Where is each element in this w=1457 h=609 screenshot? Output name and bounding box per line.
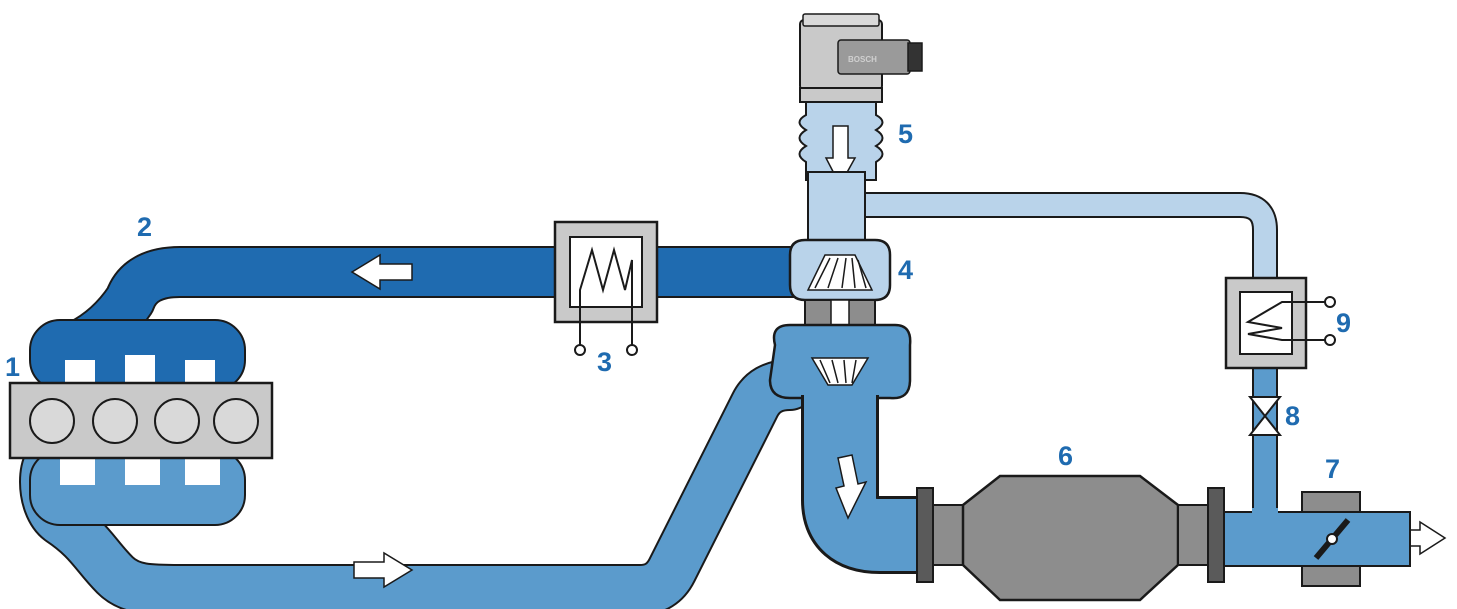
callout-5: 5 <box>898 119 913 149</box>
turbine-wheel-icon <box>810 357 870 386</box>
callout-7: 7 <box>1325 454 1340 484</box>
compressor-wheel-icon <box>806 254 874 291</box>
valve-symbol-icon <box>1247 396 1283 436</box>
exhaust-down-arrow-icon <box>834 454 868 520</box>
intercooler <box>553 220 659 356</box>
exhaust-arrow-icon <box>353 551 414 589</box>
callout-3: 3 <box>597 347 612 377</box>
turbocharger <box>768 171 912 400</box>
catalytic-converter <box>916 474 1225 602</box>
exhaust-manifold <box>19 359 816 609</box>
fresh-air-arrow-icon <box>824 125 857 187</box>
engine-block <box>8 381 274 460</box>
egr-cooler <box>1224 276 1336 370</box>
callout-1: 1 <box>5 352 20 382</box>
callout-4: 4 <box>898 255 913 285</box>
charge-air-arrow-icon <box>350 253 413 291</box>
turbine-outlet-pipe <box>801 395 925 574</box>
callout-labels: 1 2 3 4 5 6 7 8 9 <box>5 119 1351 484</box>
callout-6: 6 <box>1058 441 1073 471</box>
fresh-air-bypass-line <box>845 192 1278 280</box>
callout-8: 8 <box>1285 401 1300 431</box>
bosch-logo-icon: BOSCH <box>848 55 877 64</box>
exhaust-flap <box>1301 491 1361 587</box>
callout-9: 9 <box>1336 308 1351 338</box>
air-mass-sensor: BOSCH <box>798 13 923 187</box>
callout-2: 2 <box>137 212 152 242</box>
intake-manifold <box>29 246 800 391</box>
egr-valve <box>1247 396 1283 436</box>
